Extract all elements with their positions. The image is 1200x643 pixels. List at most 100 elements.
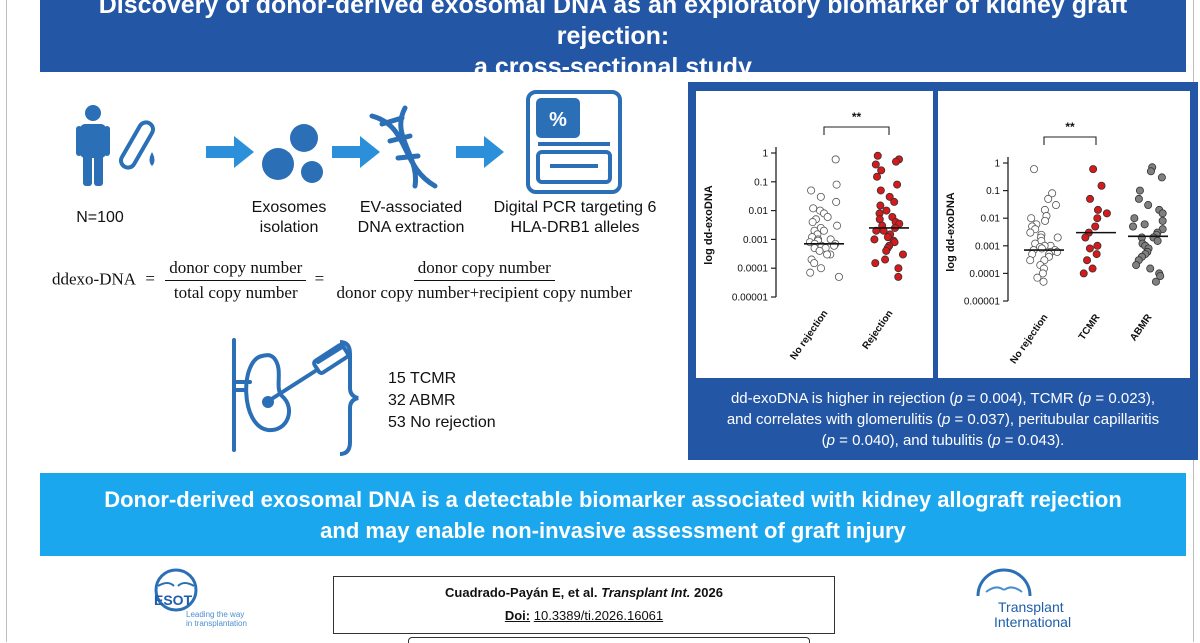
- data-point: [810, 259, 819, 268]
- data-point: [1151, 277, 1160, 286]
- data-point: [807, 186, 816, 195]
- ti-name: Transplant International: [994, 599, 1071, 630]
- caption-line-2: and correlates with glomerulitis (p = 0.…: [688, 409, 1198, 430]
- data-point: [1085, 244, 1094, 253]
- y-tick-label: 1: [994, 159, 1000, 170]
- cohort-breakdown: 15 TCMR 32 ABMR 53 No rejection: [388, 368, 588, 434]
- significance-label: **: [852, 110, 862, 124]
- caption-line-3: (p = 0.040), and tubulitis (p = 0.043).: [688, 430, 1198, 451]
- data-point: [870, 235, 879, 244]
- caption-text: and correlates with glomerulitis (: [726, 411, 942, 428]
- exosome-icon: [262, 124, 323, 183]
- step-label-line: EV-associated: [359, 199, 463, 216]
- step-dna-extraction: EV-associated DNA extraction: [346, 198, 476, 238]
- p-symbol: p: [826, 432, 835, 449]
- data-point: [1030, 165, 1039, 174]
- data-point: [1027, 214, 1036, 223]
- ti-name-line: Transplant: [998, 599, 1064, 615]
- data-point: [876, 201, 885, 210]
- citation-box: Cuadrado-Payán E, et al. Transplant Int.…: [333, 576, 835, 634]
- data-point: [1081, 233, 1090, 242]
- conclusion-line-1: Donor-derived exosomal DNA is a detectab…: [104, 486, 1122, 512]
- formula-equals: =: [314, 269, 325, 289]
- fraction-numerator: donor copy number: [413, 258, 555, 281]
- cohort-item-no-rejection: 53 No rejection: [388, 414, 496, 431]
- data-point: [808, 218, 817, 227]
- data-point: [823, 212, 832, 221]
- data-point: [815, 246, 824, 255]
- esot-logo: ESOT Leading the way in transplantation: [144, 566, 274, 638]
- data-point: [816, 192, 825, 201]
- data-point: [894, 264, 903, 273]
- data-point: [883, 233, 892, 242]
- x-category-label: ABMR: [1128, 312, 1155, 344]
- step-label-line: HLA-DRB1 alleles: [510, 219, 640, 236]
- formula-fraction-2: donor copy number donor copy number+reci…: [332, 258, 636, 303]
- significance-bracket: [823, 126, 890, 135]
- data-point: [893, 180, 902, 189]
- data-point: [871, 259, 880, 268]
- x-category-label: No rejection: [788, 308, 830, 362]
- y-tick-label: 0.1: [754, 177, 768, 188]
- caption-text: = 0.040), and tubulitis (: [835, 432, 993, 449]
- doi-link[interactable]: 10.3389/ti.2026.16061: [533, 608, 664, 623]
- data-point: [1092, 250, 1101, 259]
- formula-equals: =: [145, 269, 155, 289]
- page-border-left: [0, 0, 7, 642]
- data-point: [1039, 277, 1048, 286]
- biopsy-icon: [232, 338, 350, 452]
- bracket-icon: [339, 340, 359, 456]
- caption-text: dd-exoDNA is higher in rejection (: [730, 390, 955, 407]
- citation-year: 2026: [694, 585, 723, 600]
- fraction-denominator: total copy number: [173, 283, 298, 302]
- conclusion-banner: Donor-derived exosomal DNA is a detectab…: [40, 473, 1186, 556]
- step-label-line: isolation: [259, 219, 319, 236]
- data-point: [1156, 272, 1165, 281]
- data-point: [898, 250, 907, 259]
- conclusion-line-2: and may enable non-invasive assessment o…: [320, 517, 906, 543]
- y-tick-label: 0.001: [975, 241, 1000, 252]
- data-point: [819, 226, 828, 235]
- data-point: [1134, 194, 1143, 203]
- y-tick-label: 0.00001: [964, 297, 1001, 308]
- y-axis-label: log dd-exoDNA: [703, 185, 715, 264]
- data-point: [806, 268, 815, 277]
- data-point: [832, 180, 841, 189]
- step-exosome-isolation: Exosomes isolation: [234, 198, 344, 238]
- esot-name: ESOT: [154, 592, 193, 608]
- data-point: [890, 238, 899, 247]
- step-label-line: Exosomes: [251, 199, 327, 216]
- formula-lhs: ddexo-DNA: [52, 269, 136, 289]
- y-tick-label: 0.0001: [969, 269, 1000, 280]
- data-point: [1051, 201, 1060, 210]
- data-point: [817, 264, 826, 273]
- cohort-item-tcmr: 15 TCMR: [388, 370, 457, 387]
- p-symbol: p: [941, 411, 951, 428]
- data-point: [809, 204, 818, 213]
- y-tick-label: 0.00001: [732, 293, 769, 304]
- ddexo-dna-formula: ddexo-DNA = donor copy number total copy…: [52, 258, 682, 303]
- title-banner: Discovery of donor-derived exosomal DNA …: [40, 0, 1186, 81]
- y-tick-label: 1: [762, 149, 768, 160]
- y-tick-label: 0.1: [986, 186, 1000, 197]
- data-point: [1102, 209, 1111, 218]
- data-point: [1083, 256, 1092, 265]
- data-point: [1089, 165, 1098, 174]
- data-point: [833, 221, 842, 230]
- data-point: [873, 151, 882, 160]
- data-point: [890, 197, 899, 206]
- data-point: [1044, 194, 1053, 203]
- fraction-numerator: donor copy number: [165, 258, 307, 281]
- y-tick-label: 0.001: [743, 235, 768, 246]
- citation-journal: Transplant Int.: [601, 585, 691, 600]
- data-point: [881, 255, 890, 264]
- ti-name-line: International: [994, 614, 1072, 630]
- y-tick-label: 0.01: [749, 206, 769, 217]
- data-point: [1026, 256, 1035, 265]
- bottom-frame-edge: [408, 637, 810, 643]
- title-line-2: a cross-sectional study: [474, 52, 752, 81]
- data-point: [1093, 241, 1102, 250]
- esot-tagline: Leading the way in transplantation: [186, 610, 247, 628]
- citation-text: Cuadrado-Payán E, et al. Transplant Int.…: [334, 585, 834, 600]
